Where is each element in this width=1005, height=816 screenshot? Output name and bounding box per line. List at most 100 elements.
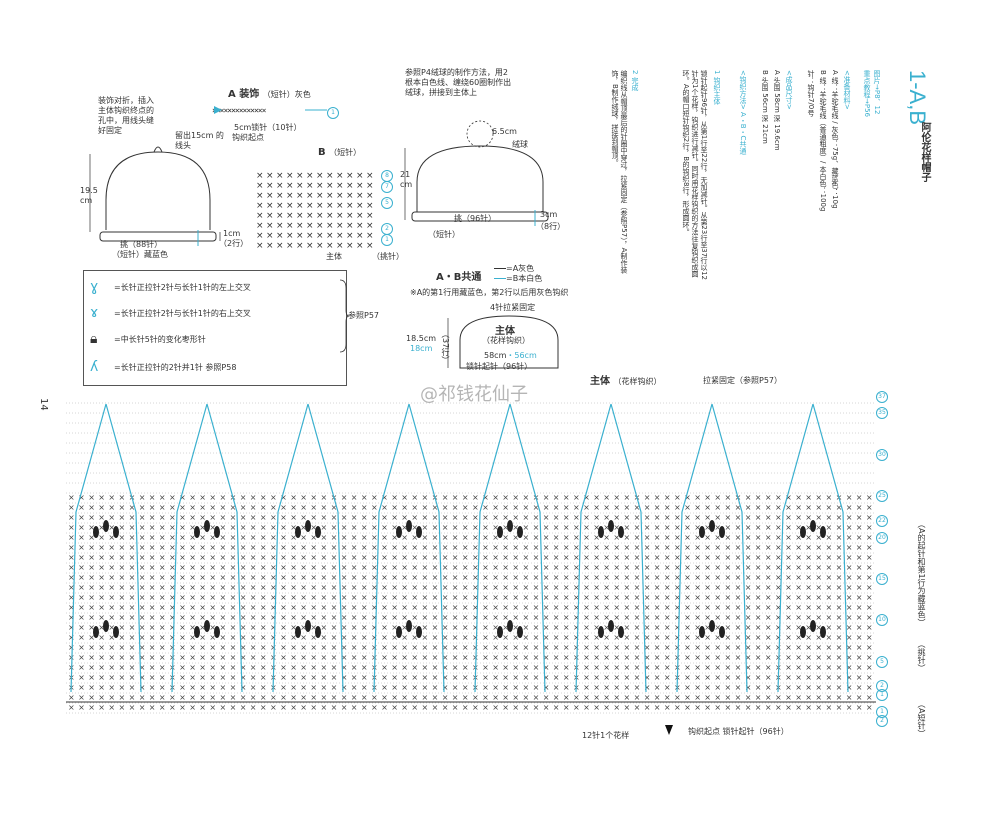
stitch-mark: × xyxy=(593,583,600,592)
stitch-mark: × xyxy=(866,553,873,562)
stitch-mark: × xyxy=(805,563,812,572)
stitch-mark: × xyxy=(422,503,429,512)
stitch-mark: × xyxy=(462,533,469,542)
stitch-mark: × xyxy=(442,703,449,712)
stitch-mark: × xyxy=(452,593,459,602)
stitch-mark: × xyxy=(523,623,530,632)
stitch-mark: × xyxy=(785,663,792,672)
stitch-mark: × xyxy=(795,543,802,552)
stitch-mark: × xyxy=(785,673,792,682)
stitch-mark: × xyxy=(553,703,560,712)
stitch-mark: × xyxy=(613,523,620,532)
stitch-mark: × xyxy=(492,543,499,552)
stitch-mark: × xyxy=(361,693,368,702)
stitch-mark: × xyxy=(846,683,853,692)
common-key-b: =B本白色 xyxy=(494,274,542,284)
stitch-mark: × xyxy=(472,583,479,592)
stitch-mark: × xyxy=(159,623,166,632)
stitch-mark: × xyxy=(321,693,328,702)
stitch-mark: × xyxy=(149,493,156,502)
stitch-mark: × xyxy=(351,573,358,582)
stitch-mark: × xyxy=(391,513,398,522)
stitch-mark: × xyxy=(381,703,388,712)
stitch-mark: × xyxy=(694,633,701,642)
puff-stitch xyxy=(497,526,503,538)
stitch-mark: × xyxy=(805,493,812,502)
stitch-mark: × xyxy=(482,643,489,652)
stitch-mark: × xyxy=(270,643,277,652)
stitch-mark: × xyxy=(230,593,237,602)
stitch-mark: × xyxy=(856,673,863,682)
stitch-mark: × xyxy=(341,683,348,692)
stitch-mark: × xyxy=(391,503,398,512)
stitch-mark: × xyxy=(149,573,156,582)
stitch-mark: × xyxy=(664,583,671,592)
stitch-mark: × xyxy=(795,583,802,592)
stitch-mark: × xyxy=(634,683,641,692)
stitch-mark: × xyxy=(613,683,620,692)
stitch-mark: × xyxy=(603,623,610,632)
stitch-mark: × xyxy=(139,523,146,532)
stitch-mark: × xyxy=(462,693,469,702)
watermark: @祁钱花仙子 xyxy=(420,384,528,405)
chart-b-grid: ××××××××××××××××××××××××××××××××××××××××… xyxy=(256,171,374,250)
stitch-mark: × xyxy=(593,573,600,582)
stitch-mark: × xyxy=(391,653,398,662)
chart-b-row-5: 5 xyxy=(381,197,393,209)
stitch-mark: × xyxy=(694,593,701,602)
stitch-mark: × xyxy=(391,693,398,702)
stitch-mark: × xyxy=(785,493,792,502)
stitch-mark: × xyxy=(452,703,459,712)
body-label-sub: （花样钩织） xyxy=(482,336,530,345)
stitch-mark: × xyxy=(381,693,388,702)
stitch-mark: × xyxy=(296,221,304,231)
stitch-mark: × xyxy=(119,593,126,602)
stitch-mark: × xyxy=(694,523,701,532)
stitch-mark: × xyxy=(502,583,509,592)
stitch-mark: × xyxy=(230,523,237,532)
stitch-mark: × xyxy=(745,513,752,522)
stitch-mark: × xyxy=(866,573,873,582)
stitch-mark: × xyxy=(129,653,136,662)
stitch-mark: × xyxy=(694,623,701,632)
stitch-mark: × xyxy=(442,543,449,552)
stitch-mark: × xyxy=(139,653,146,662)
stitch-mark: × xyxy=(502,553,509,562)
stitch-mark: × xyxy=(189,503,196,512)
stitch-mark: × xyxy=(462,643,469,652)
stitch-mark: × xyxy=(745,563,752,572)
stitch-mark: × xyxy=(169,543,176,552)
stitch-mark: × xyxy=(361,513,368,522)
stitch-mark: × xyxy=(674,493,681,502)
stitch-mark: × xyxy=(179,553,186,562)
stitch-mark: × xyxy=(286,231,294,241)
stitch-mark: × xyxy=(391,523,398,532)
stitch-mark: × xyxy=(442,513,449,522)
stitch-mark: × xyxy=(482,633,489,642)
stitch-mark: × xyxy=(286,221,294,231)
stitch-mark: × xyxy=(280,583,287,592)
stitch-mark: × xyxy=(785,563,792,572)
stitch-mark: × xyxy=(684,663,691,672)
stitch-mark: × xyxy=(159,493,166,502)
stitch-mark: × xyxy=(563,643,570,652)
stitch-mark: × xyxy=(442,593,449,602)
stitch-mark: × xyxy=(543,633,550,642)
motif-line xyxy=(373,403,445,693)
stitch-mark: × xyxy=(149,703,156,712)
stitch-mark: × xyxy=(866,513,873,522)
stitch-mark: × xyxy=(321,533,328,542)
stitch-mark: × xyxy=(300,543,307,552)
stitch-mark: × xyxy=(664,633,671,642)
stitch-mark: × xyxy=(129,613,136,622)
stitch-mark: × xyxy=(300,583,307,592)
stitch-mark: × xyxy=(169,573,176,582)
stitch-mark: × xyxy=(189,583,196,592)
stitch-mark: × xyxy=(300,623,307,632)
stitch-mark: × xyxy=(745,593,752,602)
stitch-mark: × xyxy=(336,201,344,211)
stitch-mark: × xyxy=(68,593,75,602)
puff-stitch xyxy=(608,620,614,632)
stitch-mark: × xyxy=(846,543,853,552)
stitch-mark: × xyxy=(846,693,853,702)
